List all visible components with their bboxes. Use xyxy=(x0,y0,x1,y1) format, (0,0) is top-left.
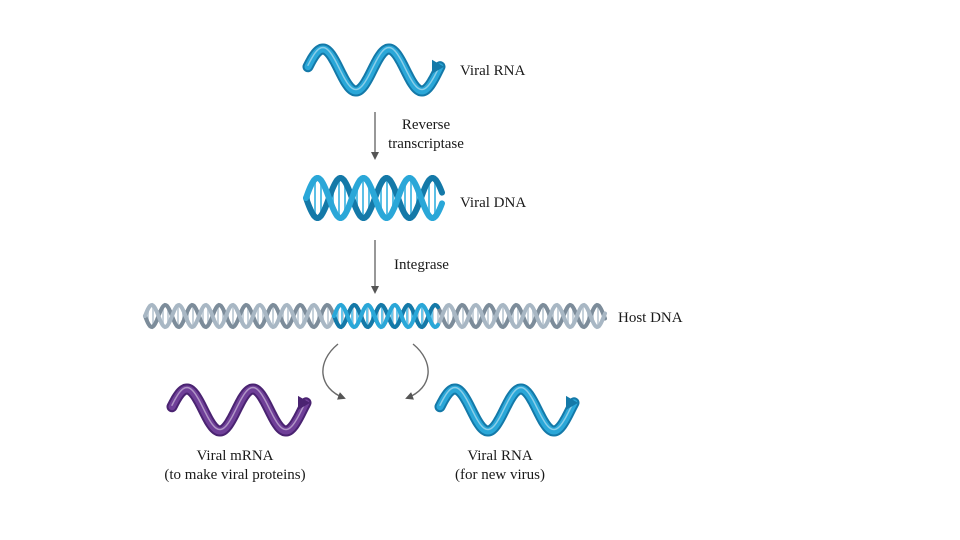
rna-bottom-highlight xyxy=(439,386,575,431)
rna-bottom-tip xyxy=(566,395,578,410)
right-curved-arrow xyxy=(405,343,429,400)
viral-dna-helix xyxy=(303,175,445,221)
viral-rna-strand-bottom xyxy=(434,383,580,437)
reverse-label: Reverse xyxy=(401,117,451,133)
mrna-band xyxy=(168,385,310,435)
viral-mrna-label: Viral mRNA xyxy=(196,448,274,464)
rna-bottom-band xyxy=(436,385,578,435)
viral-dna-label: Viral DNA xyxy=(460,195,527,211)
rna-top-tip xyxy=(432,59,444,74)
mrna-tip xyxy=(298,395,310,410)
integrated-viral-dna-strand-back xyxy=(332,302,440,330)
rna-top-band xyxy=(304,45,444,95)
host-dna-label: Host DNA xyxy=(618,310,683,326)
rna-top-highlight xyxy=(307,46,441,91)
viral-rna-top-label: Viral RNA xyxy=(460,63,526,79)
transcriptase-label: transcriptase xyxy=(388,136,464,152)
mrna-highlight xyxy=(171,386,307,431)
viral-dna-strand-front xyxy=(303,175,445,221)
viral-mrna-note: (to make viral proteins) xyxy=(164,467,306,483)
left-curved-arrow xyxy=(322,343,346,400)
viral-rna-bottom-note: (for new virus) xyxy=(455,467,545,483)
viral-mrna-strand xyxy=(166,383,312,437)
integrase-label: Integrase xyxy=(394,257,449,273)
integrated-viral-dna-strand-front xyxy=(332,302,440,330)
viral-rna-bottom-label: Viral RNA xyxy=(467,448,533,464)
viral-rna-strand-top xyxy=(302,43,446,97)
host-dna-helix xyxy=(143,302,607,330)
